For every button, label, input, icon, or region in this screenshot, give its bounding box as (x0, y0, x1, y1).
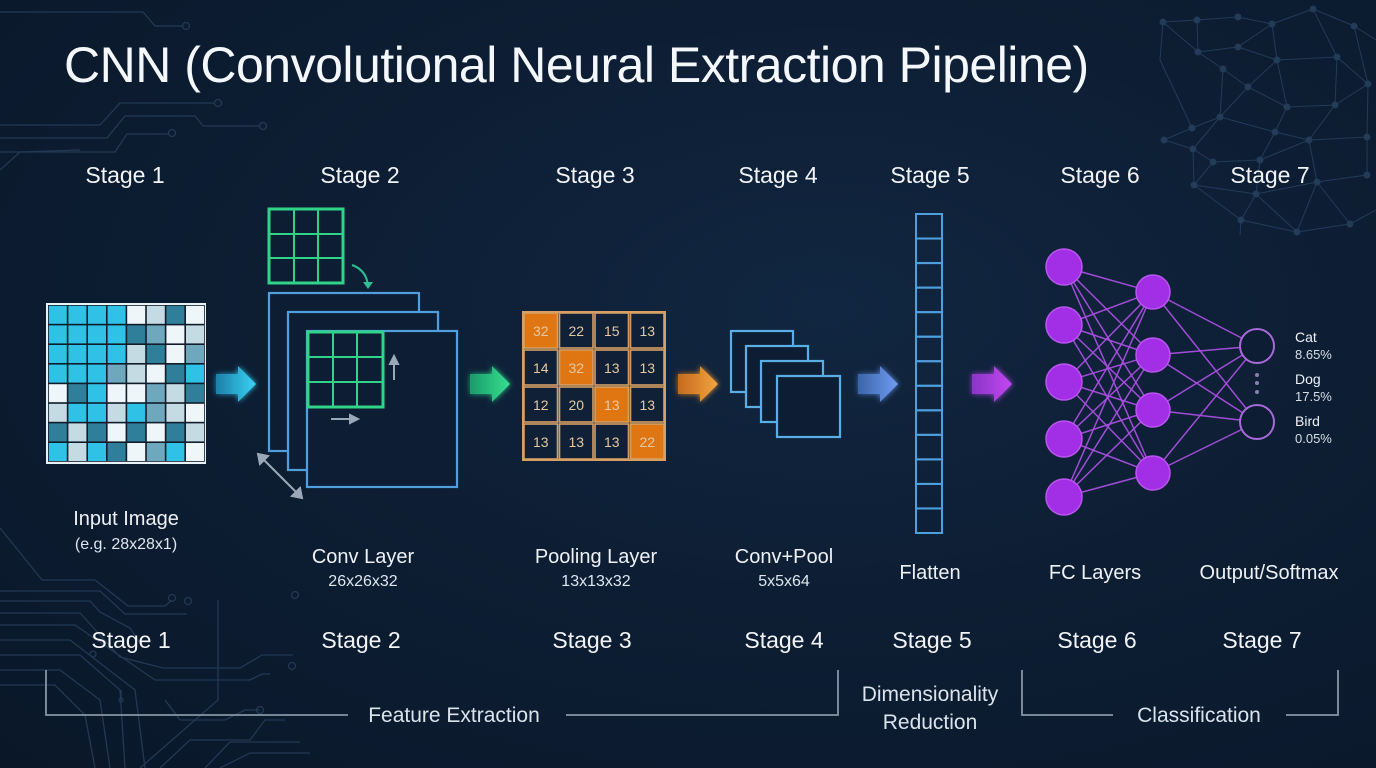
feature-maps-stack (267, 291, 459, 489)
arrow-icon-3 (678, 366, 718, 402)
output-value-dog: 17.5% (1295, 389, 1332, 404)
svg-text:32: 32 (568, 360, 584, 376)
group-classification: Classification (1137, 704, 1261, 727)
arrow-icon-5 (972, 366, 1012, 402)
layer-name-conv: Conv Layer (311, 546, 415, 568)
svg-text:20: 20 (568, 397, 584, 413)
output-label-cat: Cat (1295, 329, 1317, 345)
output-label-bird: Bird (1295, 413, 1320, 429)
input-image-grid (46, 303, 206, 464)
top-stage-5-label: Stage 5 (890, 162, 970, 188)
layer-detail-input: (e.g. 28x28x1) (74, 536, 178, 553)
svg-text:13: 13 (639, 360, 655, 376)
layer-name-pooling: Pooling Layer (534, 546, 658, 568)
svg-text:22: 22 (568, 323, 584, 339)
svg-text:13: 13 (568, 434, 584, 450)
svg-text:22: 22 (639, 434, 655, 450)
conv-kernel-icon (267, 207, 345, 285)
svg-text:14: 14 (533, 360, 549, 376)
output-value-bird: 0.05% (1295, 431, 1332, 446)
bottom-stage-3-label: Stage 3 (552, 627, 632, 653)
bottom-stage-6-label: Stage 6 (1057, 627, 1137, 653)
sliding-kernel-icon (306, 330, 385, 409)
group-dimensionality-line2: Reduction (882, 711, 978, 734)
fc-network (1045, 248, 1275, 516)
layer-name-fc: FC Layers (1048, 562, 1142, 584)
group-brackets (45, 670, 1339, 716)
page-title: CNN (Convolutional Neural Extraction Pip… (64, 37, 1089, 93)
layer-detail-pooling: 13x13x32 (561, 573, 631, 590)
arrow-icon-1 (216, 366, 256, 402)
svg-text:13: 13 (604, 434, 620, 450)
bottom-stage-7-label: Stage 7 (1222, 627, 1302, 653)
layer-detail-conv-pool: 5x5x64 (758, 573, 810, 590)
top-stage-4-label: Stage 4 (738, 162, 818, 188)
output-value-cat: 8.65% (1295, 347, 1332, 362)
svg-text:15: 15 (604, 323, 620, 339)
stride-arrows-icon (256, 353, 400, 500)
top-stage-1-label: Stage 1 (85, 162, 165, 188)
output-label-dog: Dog (1295, 371, 1321, 387)
svg-text:13: 13 (639, 397, 655, 413)
layer-name-conv-pool: Conv+Pool (734, 546, 834, 568)
layer-name-flatten: Flatten (899, 562, 961, 584)
svg-text:13: 13 (533, 434, 549, 450)
svg-text:12: 12 (533, 397, 549, 413)
bottom-stage-5-label: Stage 5 (892, 627, 972, 653)
group-feature-extraction: Feature Extraction (368, 704, 540, 727)
svg-text:13: 13 (604, 360, 620, 376)
flatten-vector (915, 213, 943, 535)
curved-arrow-head-icon (363, 282, 373, 289)
svg-text:32: 32 (533, 323, 549, 339)
bottom-stage-4-label: Stage 4 (744, 627, 824, 653)
layer-name-input: Input Image (73, 508, 179, 530)
top-stage-6-label: Stage 6 (1060, 162, 1140, 188)
bottom-stage-1-label: Stage 1 (91, 627, 171, 653)
svg-text:13: 13 (639, 323, 655, 339)
bottom-stage-2-label: Stage 2 (321, 627, 401, 653)
arrow-icon-4 (858, 366, 898, 402)
top-stage-3-label: Stage 3 (555, 162, 635, 188)
top-stage-7-label: Stage 7 (1230, 162, 1310, 188)
layer-detail-conv: 26x26x32 (328, 573, 398, 590)
group-dimensionality-line1: Dimensionality (861, 683, 999, 706)
layer-name-output: Output/Softmax (1199, 562, 1339, 584)
conv-pool-stack (729, 329, 842, 439)
top-stage-2-label: Stage 2 (320, 162, 400, 188)
svg-text:13: 13 (604, 397, 620, 413)
pooling-grid: 32 22 15 13 14 32 13 13 12 20 13 13 13 13 13 22 (522, 311, 666, 461)
arrow-icon-2 (470, 366, 510, 402)
